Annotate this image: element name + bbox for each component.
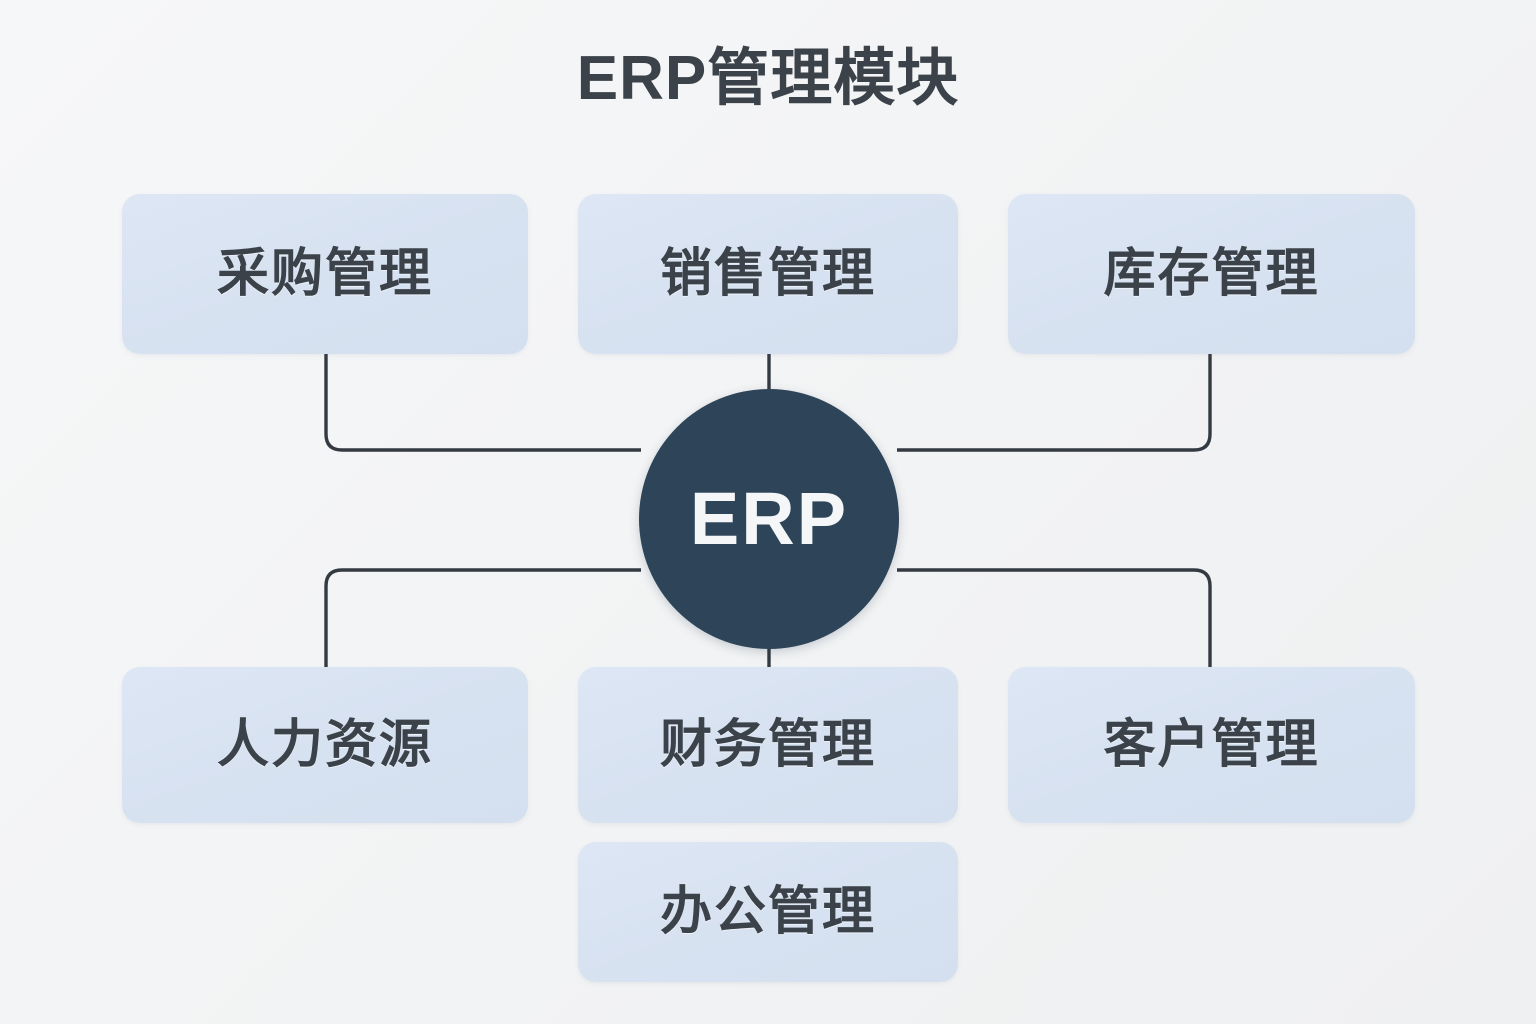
module-label: 人力资源: [216, 716, 433, 774]
module-node-office[interactable]: 办公管理: [578, 842, 958, 982]
module-node-inventory[interactable]: 库存管理: [1008, 194, 1415, 354]
connector-hr: [324, 568, 641, 667]
connector-customer: [897, 568, 1212, 667]
module-label: 采购管理: [216, 245, 433, 303]
connector-inventory: [897, 354, 1212, 452]
module-node-hr[interactable]: 人力资源: [122, 667, 528, 823]
module-node-customer[interactable]: 客户管理: [1008, 667, 1415, 823]
center-hub-label: ERP: [689, 477, 849, 560]
page-title: ERP管理模块: [576, 44, 960, 113]
module-node-finance[interactable]: 财务管理: [578, 667, 958, 823]
center-hub-erp[interactable]: ERP: [639, 389, 899, 649]
module-label: 财务管理: [659, 716, 876, 774]
connector-purchase: [324, 354, 641, 452]
module-label: 库存管理: [1103, 245, 1320, 303]
module-label: 客户管理: [1103, 716, 1320, 774]
module-label: 办公管理: [659, 883, 876, 941]
module-node-purchase[interactable]: 采购管理: [122, 194, 528, 354]
module-node-sales[interactable]: 销售管理: [578, 194, 958, 354]
module-label: 销售管理: [659, 245, 876, 303]
